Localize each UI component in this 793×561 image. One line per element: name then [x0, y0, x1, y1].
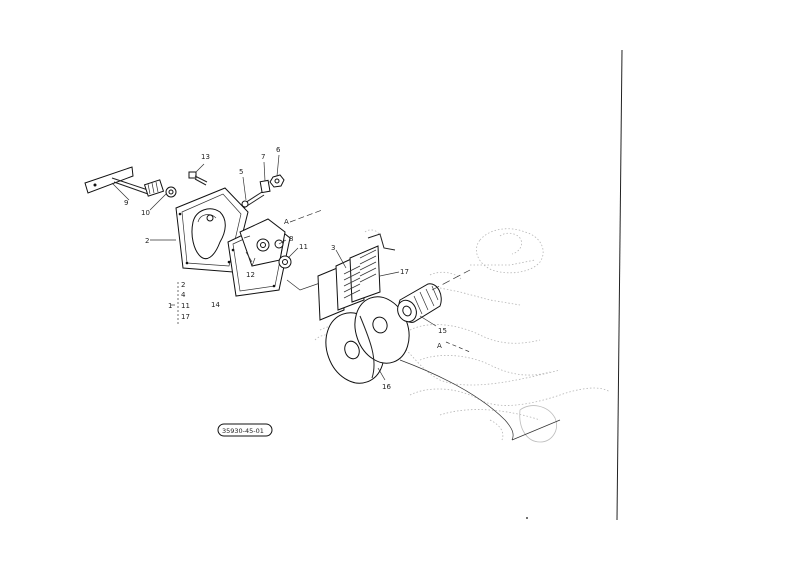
part-3-plates — [317, 245, 381, 321]
drive-line-2 — [511, 419, 561, 441]
kit-bracket — [171, 282, 179, 326]
kit-item-4: 17 — [181, 313, 190, 321]
callout-10: 10 — [141, 209, 150, 217]
part-12-cover — [239, 218, 286, 267]
callout-9: 9 — [124, 199, 128, 207]
callout-16: 16 — [382, 383, 391, 391]
part-13-bolt — [188, 171, 208, 186]
part-10-nut — [165, 186, 177, 198]
part-7-washer — [259, 179, 271, 194]
page-dot — [526, 517, 528, 519]
callout-a-bottom: A — [437, 342, 442, 350]
callout-7: 7 — [261, 153, 265, 161]
page-border-line — [616, 49, 623, 521]
kit-number: 1 — [168, 302, 172, 310]
callout-8: 8 — [289, 235, 293, 243]
kit-item-1: 2 — [181, 281, 185, 289]
callout-2: 2 — [145, 237, 149, 245]
callout-14: 14 — [211, 301, 220, 309]
callout-13: 13 — [201, 153, 210, 161]
callout-15: 15 — [438, 327, 447, 335]
kit-item-2: 4 — [181, 291, 186, 299]
callout-5: 5 — [239, 168, 243, 176]
axis-line-a-top — [289, 209, 323, 223]
leader-lines — [111, 154, 437, 381]
part-16-discs — [325, 296, 410, 384]
drawing-number-badge: 35930-45-01 — [217, 423, 273, 437]
callout-6: 6 — [276, 146, 281, 154]
drive-line — [399, 359, 514, 441]
axis-line-a-bottom — [445, 341, 471, 353]
callout-11: 11 — [299, 243, 308, 251]
kit-item-3: 11 — [181, 302, 190, 310]
part-8-part-11-seal — [274, 239, 292, 269]
connector-line — [286, 279, 321, 291]
axis-line-mid — [431, 269, 471, 291]
callout-12: 12 — [246, 271, 255, 279]
part-6-nut — [269, 174, 285, 188]
drawing-number: 35930-45-01 — [222, 427, 264, 435]
part-17-bracket — [364, 229, 396, 251]
callout-a-top: A — [284, 218, 289, 226]
callout-3: 3 — [331, 244, 335, 252]
part-15-sleeve — [397, 283, 442, 323]
callout-17: 17 — [400, 268, 409, 276]
part-9-bracket — [84, 166, 165, 197]
